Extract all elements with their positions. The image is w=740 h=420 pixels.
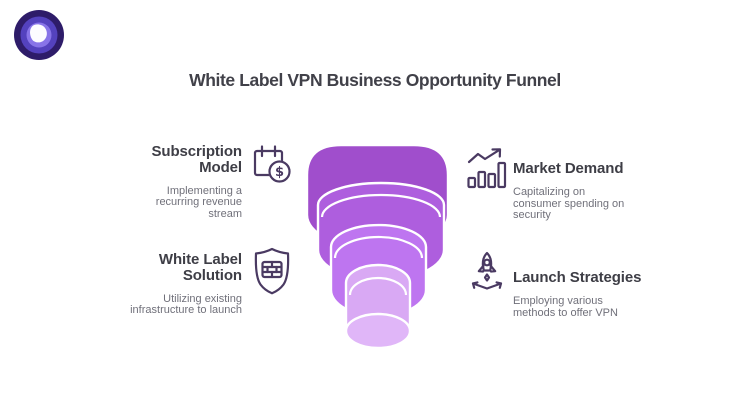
funnel-rim-2 — [320, 193, 442, 218]
section-heading: Launch Strategies — [513, 269, 642, 286]
section-description: Capitalizing on consumer spending on sec… — [513, 185, 625, 222]
section-heading: White Label Solution — [158, 251, 242, 284]
funnel-bottom-cap — [344, 312, 412, 350]
section-subscription-model: Subscription Model Implementing a recurr… — [120, 144, 294, 221]
vpn-logo — [14, 10, 64, 60]
section-heading: Market Demand — [513, 160, 624, 177]
svg-text:$: $ — [275, 165, 284, 180]
section-heading: Subscription Model — [151, 143, 243, 176]
section-description: Implementing a recurring revenue stream — [155, 184, 242, 221]
shield-brick-icon — [250, 246, 294, 296]
calendar-dollar-icon: $ — [250, 142, 294, 186]
section-market-demand: Market Demand Capitalizing on consumer s… — [466, 147, 663, 222]
section-description: Utilizing existing infrastructure to lau… — [130, 292, 242, 317]
section-description: Employing various methods to offer VPN — [513, 294, 618, 319]
section-white-label-solution: White Label Solution Utilizing existing … — [120, 247, 294, 317]
section-launch-strategies: Launch Strategies Employing various meth… — [466, 250, 663, 319]
bar-chart-growth-icon — [466, 147, 508, 189]
funnel-rim-4 — [348, 276, 408, 296]
page-title: White Label VPN Business Opportunity Fun… — [189, 70, 561, 90]
funnel-rim-3 — [333, 235, 424, 259]
rocket-launch-icon — [466, 250, 508, 296]
